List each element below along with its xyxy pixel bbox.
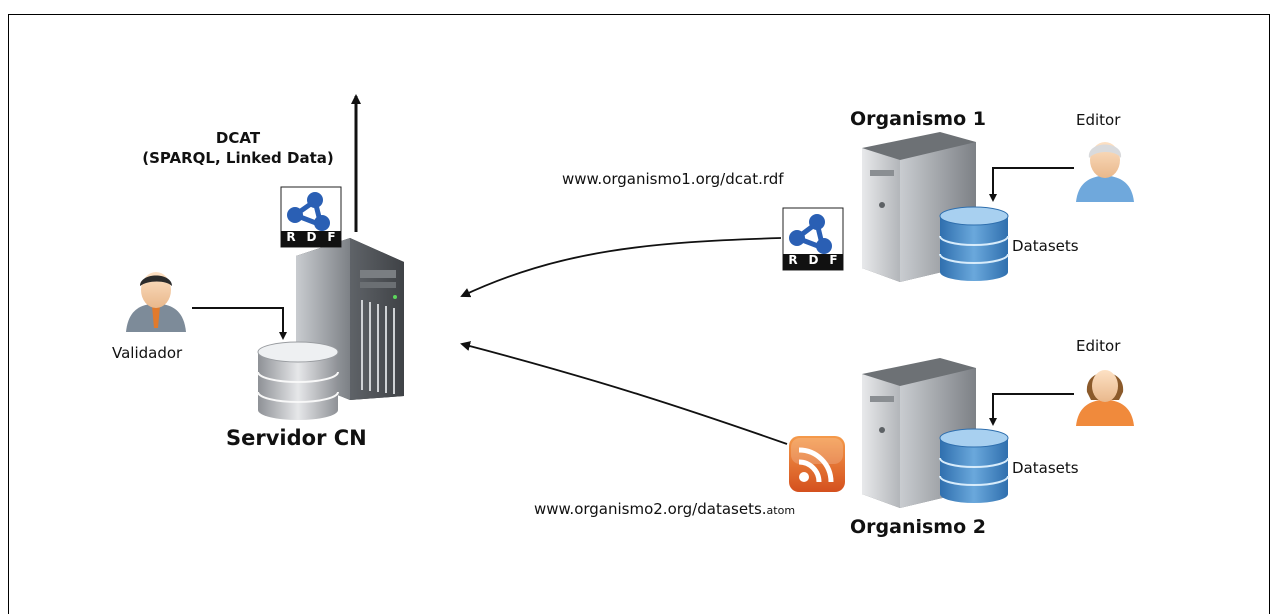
org2-url-main: www.organismo2.org/datasets. xyxy=(534,500,767,518)
central-database-icon xyxy=(257,341,339,420)
org1-datasets-label: Datasets xyxy=(1012,237,1079,255)
org2-editor-person-icon xyxy=(1076,370,1134,426)
org2-title: Organismo 2 xyxy=(850,516,986,538)
rdf-logo-icon xyxy=(280,186,342,248)
org2-url: www.organismo2.org/datasets.atom xyxy=(534,500,795,518)
diagram-frame xyxy=(8,14,1270,614)
rdf-letter-r: R xyxy=(286,230,296,244)
org1-editor-label: Editor xyxy=(1076,111,1121,129)
validator-connector xyxy=(192,307,287,340)
org2-editor-label: Editor xyxy=(1076,337,1121,355)
output-label-line1: DCAT xyxy=(215,129,261,147)
org1-rdf-letter-r: R xyxy=(788,253,798,267)
org1-editor-person-icon xyxy=(1076,142,1134,202)
org1-rdf-letter-f: F xyxy=(829,253,838,267)
org2-database-icon xyxy=(939,428,1009,503)
org1-title: Organismo 1 xyxy=(850,108,986,130)
org1-to-central-arrow xyxy=(460,237,782,298)
org1-url: www.organismo1.org/dcat.rdf xyxy=(562,170,784,188)
rdf-letter-f: F xyxy=(327,230,336,244)
central-server-title: Servidor CN xyxy=(226,426,367,450)
rdf-letter-d: D xyxy=(306,230,317,244)
org1-editor-connector xyxy=(989,167,1074,202)
org2-to-central-arrow xyxy=(460,341,788,445)
rss-feed-icon xyxy=(789,436,845,492)
org2-editor-connector xyxy=(989,393,1074,426)
validator-person-icon xyxy=(126,272,186,332)
validator-label: Validador xyxy=(112,344,183,362)
org1-rdf-badge-letters: R D F xyxy=(783,253,843,267)
org1-database-icon xyxy=(939,206,1009,281)
org2-datasets-label: Datasets xyxy=(1012,459,1079,477)
output-label-line2: (SPARQL, Linked Data) xyxy=(142,149,334,167)
org2-url-extension: atom xyxy=(766,504,796,517)
diagram-canvas xyxy=(126,94,1134,508)
org1-rdf-logo-icon xyxy=(782,207,844,271)
org1-rdf-letter-d: D xyxy=(808,253,819,267)
rdf-badge-letters: R D F xyxy=(281,230,341,244)
output-label: DCAT (SPARQL, Linked Data) xyxy=(128,128,348,168)
